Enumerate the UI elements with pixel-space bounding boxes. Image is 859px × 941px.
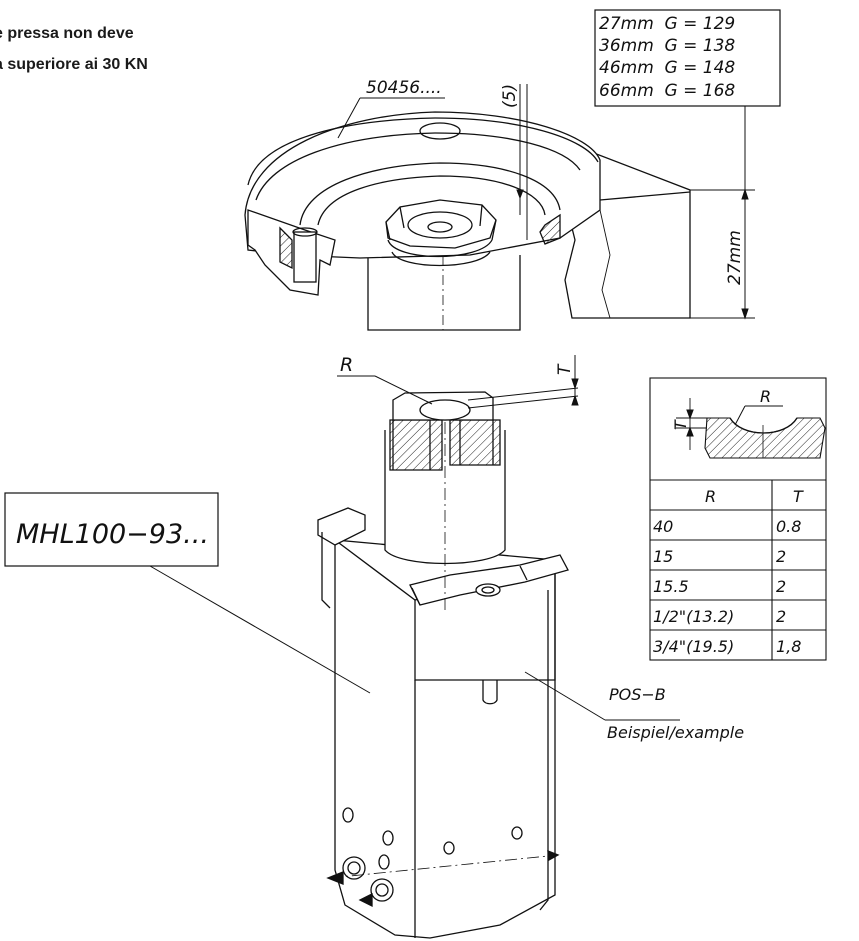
rt-header-r: R	[705, 487, 716, 506]
example-label: Beispiel/example	[607, 723, 744, 742]
part-main-callout: MHL100−93...	[4, 492, 371, 694]
rt-row-2-r: 15	[653, 547, 673, 566]
rt-detail-r: R	[760, 387, 771, 406]
size-row-3: 46mm G = 148	[599, 58, 735, 78]
part-top-label: 50456....	[366, 78, 442, 98]
radius-label: R	[340, 354, 353, 376]
part-main-label: MHL100−93...	[16, 519, 209, 550]
thickness-label: T	[555, 363, 575, 375]
size-row-1: 27mm G = 129	[599, 14, 735, 34]
rt-row-4-r: 1/2"(13.2)	[653, 607, 734, 626]
pos-label: POS−B	[609, 685, 666, 704]
rt-row-5-t: 1,8	[776, 637, 801, 656]
rt-row-2-t: 2	[776, 547, 786, 566]
rt-header-t: T	[793, 487, 804, 506]
note-line-2: a superiore ai 30 KN	[0, 56, 148, 73]
size-row-2: 36mm G = 138	[599, 36, 735, 56]
size-row-4: 66mm G = 168	[599, 81, 735, 101]
rt-row-3-t: 2	[776, 577, 786, 596]
dim-27mm-label: 27mm	[725, 230, 745, 285]
part-top-callout: 50456....	[337, 78, 445, 139]
rt-row-4-t: 2	[776, 607, 786, 626]
dim-5: (5)	[500, 84, 528, 240]
rt-detail-sketch	[676, 398, 826, 459]
rt-detail-t: T	[671, 419, 690, 430]
rt-row-1-t: 0.8	[776, 517, 801, 536]
rt-row-5-r: 3/4"(19.5)	[653, 637, 734, 656]
main-body	[317, 391, 569, 939]
rt-table: R T R T 40 0.8 15 2 15.5 2 1/2"(13.2) 2 …	[649, 377, 827, 661]
dim-27mm: 27mm	[690, 106, 755, 320]
size-table: 27mm G = 129 36mm G = 138 46mm G = 148 6…	[594, 9, 781, 107]
radius-callout: R	[337, 354, 433, 405]
thickness-dim: T	[467, 355, 579, 409]
press-force-note: e pressa non deve a superiore ai 30 KN	[0, 18, 148, 80]
dim-5-label: (5)	[500, 84, 520, 108]
die-ring-assembly	[244, 111, 691, 331]
rt-row-1-r: 40	[653, 517, 673, 536]
pos-callout: POS−B Beispiel/example	[524, 671, 744, 742]
rt-row-3-r: 15.5	[653, 577, 689, 596]
note-line-1: e pressa non deve	[0, 25, 134, 42]
